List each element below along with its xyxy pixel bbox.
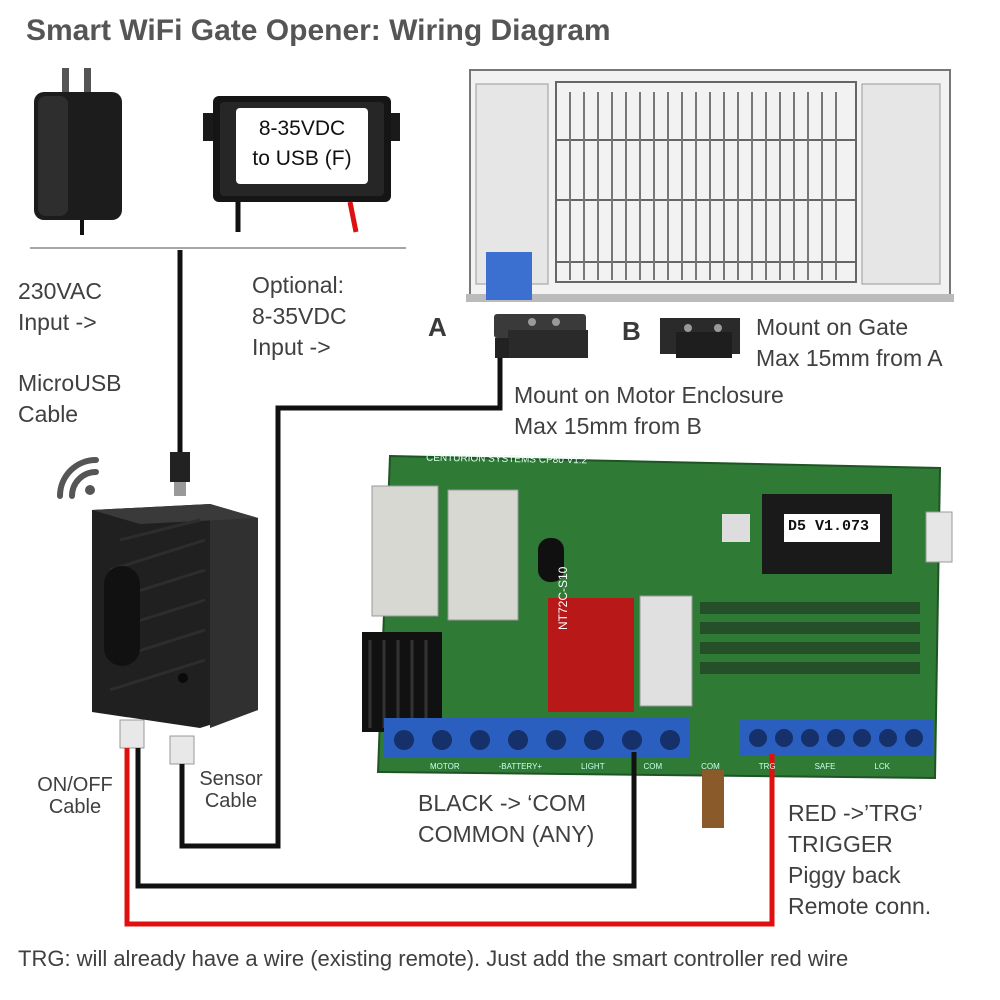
black-com-wire bbox=[135, 748, 637, 889]
terminal-label: MOTOR bbox=[430, 762, 460, 771]
black-com-label: BLACK -> ‘COM COMMON (ANY) bbox=[418, 788, 594, 850]
terminal-label: -BATTERY+ bbox=[498, 762, 543, 771]
mount-gate-line2: Max 15mm from A bbox=[756, 345, 943, 371]
optional-input-line3: Input -> bbox=[252, 334, 331, 360]
mount-gate-label: Mount on Gate Max 15mm from A bbox=[756, 312, 943, 374]
page-title: Smart WiFi Gate Opener: Wiring Diagram bbox=[26, 14, 611, 47]
terminal-label: SAFE bbox=[814, 762, 836, 771]
terminal-labels: MOTOR -BATTERY+ LIGHT COM COM TRG SAFE L… bbox=[430, 762, 890, 771]
terminal-label: LIGHT bbox=[581, 762, 605, 771]
ac-input-label: 230VAC Input -> bbox=[18, 276, 102, 338]
mount-motor-label: Mount on Motor Enclosure Max 15mm from B bbox=[514, 380, 784, 442]
mount-motor-line1: Mount on Motor Enclosure bbox=[514, 382, 784, 408]
power-adapter-icon bbox=[34, 68, 122, 235]
sensor-position-marker bbox=[486, 252, 532, 300]
microusb-plug-icon bbox=[170, 452, 190, 482]
smart-controller-box-image bbox=[92, 504, 258, 728]
red-trg-line1: RED ->’TRG’ bbox=[788, 800, 923, 826]
ac-input-line1: 230VAC bbox=[18, 278, 102, 304]
microusb-line1: MicroUSB bbox=[18, 370, 122, 396]
microusb-line2: Cable bbox=[18, 401, 79, 427]
relay-label: NT72C-S10 bbox=[556, 566, 570, 630]
red-trg-line2: TRIGGER bbox=[788, 831, 893, 857]
sensor-b-label: B bbox=[622, 316, 641, 346]
black-com-line1: BLACK -> ‘COM bbox=[418, 790, 587, 816]
onoff-cable-line1: ON/OFF bbox=[37, 774, 113, 796]
control-board-image bbox=[362, 454, 953, 828]
adapter-label-line2: to USB (F) bbox=[252, 147, 352, 170]
red-trg-line3: Piggy back bbox=[788, 862, 901, 888]
adapter-label-line1: 8-35VDC bbox=[258, 117, 346, 140]
red-trg-wire bbox=[124, 748, 775, 927]
dc-usb-converter-icon bbox=[203, 96, 400, 233]
terminal-label: COM bbox=[701, 762, 720, 771]
sensor-cable-line1: Sensor bbox=[199, 768, 263, 790]
sensor-connector-icon bbox=[169, 735, 195, 765]
red-trg-label: RED ->’TRG’ TRIGGER Piggy back Remote co… bbox=[788, 798, 931, 922]
sensor-cable-label: Sensor Cable bbox=[192, 768, 270, 812]
optional-input-label: Optional: 8-35VDC Input -> bbox=[252, 270, 347, 363]
footer-note: TRG: will already have a wire (existing … bbox=[18, 946, 849, 971]
onoff-cable-line2: Cable bbox=[48, 796, 102, 818]
ac-input-line2: Input -> bbox=[18, 309, 97, 335]
magnetic-sensor-a-icon bbox=[494, 314, 588, 358]
adapter-label: 8-35VDC to USB (F) bbox=[242, 114, 362, 174]
chip-label: D5 V1.073 bbox=[788, 518, 870, 535]
sensor-cable-line2: Cable bbox=[204, 790, 258, 812]
onoff-connector-icon bbox=[119, 719, 145, 749]
onoff-cable-label: ON/OFF Cable bbox=[30, 774, 120, 818]
sliding-gate-image bbox=[466, 69, 954, 302]
magnet-b-icon bbox=[660, 318, 740, 358]
black-com-line2: COMMON (ANY) bbox=[418, 821, 595, 847]
terminal-label: TRG bbox=[758, 762, 776, 771]
terminal-label: LCK bbox=[874, 762, 890, 771]
sensor-a-label: A bbox=[428, 312, 447, 342]
terminal-label: COM bbox=[643, 762, 663, 771]
mount-gate-line1: Mount on Gate bbox=[756, 314, 909, 340]
optional-input-line2: 8-35VDC bbox=[252, 303, 347, 329]
optional-input-line1: Optional: bbox=[252, 272, 345, 298]
microusb-label: MicroUSB Cable bbox=[18, 368, 122, 430]
sensor-wire bbox=[179, 358, 503, 849]
wifi-icon bbox=[57, 457, 99, 499]
mount-motor-line2: Max 15mm from B bbox=[514, 413, 702, 439]
red-trg-line4: Remote conn. bbox=[788, 893, 932, 919]
